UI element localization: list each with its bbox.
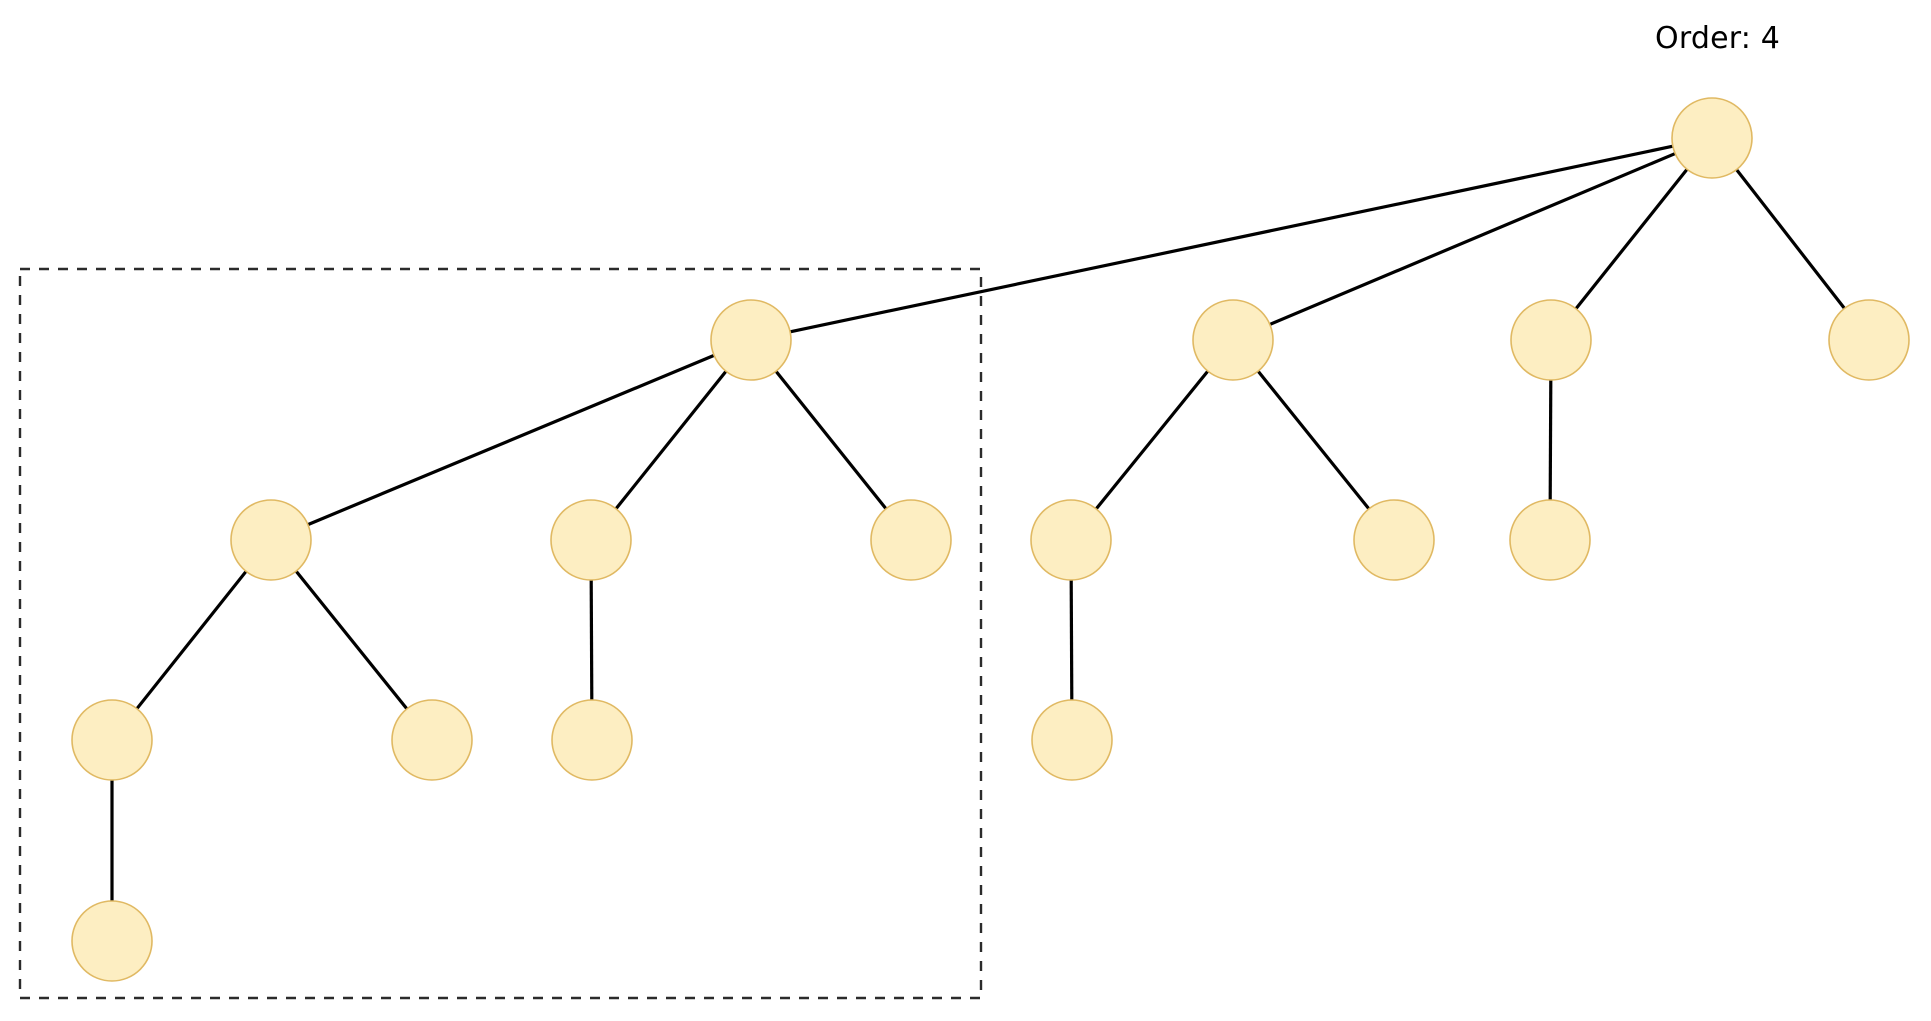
tree-edge [589,579,594,701]
tree-edge [135,570,248,710]
tree-edge [1735,168,1846,310]
tree-edge [1256,370,1371,510]
tree-node[interactable] [1030,499,1112,581]
tree-node[interactable] [1828,299,1910,381]
edge-layer [110,144,1846,901]
tree-node[interactable] [71,699,153,781]
tree-node[interactable] [1509,499,1591,581]
tree-node[interactable] [1192,299,1274,381]
tree-node[interactable] [870,499,952,581]
tree-node[interactable] [391,699,473,781]
tree-node[interactable] [1353,499,1435,581]
tree-edge [789,144,1674,334]
selection-box-layer [18,267,983,1000]
tree-edge [1269,152,1676,326]
tree-node[interactable] [710,299,792,381]
tree-edge [774,370,888,510]
node-layer [71,97,1910,982]
tree-edge [614,370,728,510]
tree-node[interactable] [551,699,633,781]
tree-edge [1069,579,1074,701]
tree-edge [1574,168,1689,310]
tree-node[interactable] [550,499,632,581]
order-label: Order: 4 [1655,21,1781,56]
tree-node[interactable] [1510,299,1592,381]
tree-edge [307,353,715,527]
tree-edge [1094,370,1210,510]
tree-node[interactable] [71,900,153,982]
subtree-selection-box[interactable] [18,267,983,1000]
tree-node[interactable] [230,499,312,581]
tree-root-node[interactable] [1671,97,1753,179]
tree-edge [1548,379,1553,501]
tree-edge [294,570,409,710]
tree-node[interactable] [1031,699,1113,781]
